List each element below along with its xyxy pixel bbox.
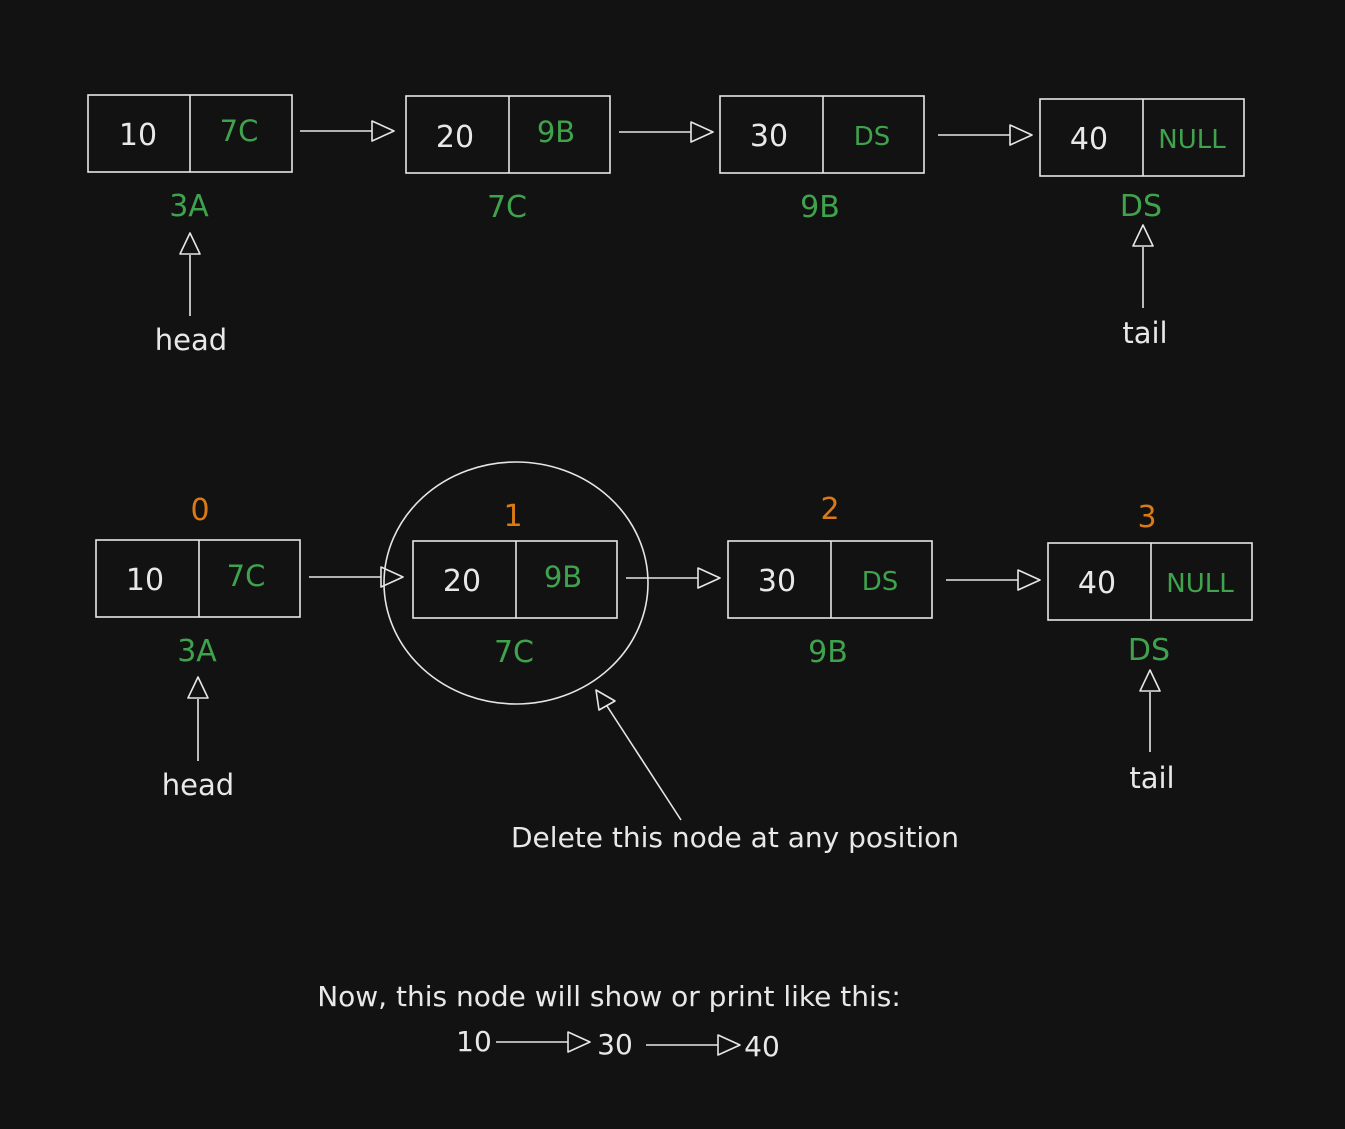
arrow-up-icon	[179, 232, 201, 255]
tail-label: tail	[1122, 316, 1167, 350]
bottom-node-1: 20 9B 7C	[412, 540, 618, 670]
node-data: 30	[750, 119, 788, 154]
result-value: 40	[744, 1030, 780, 1063]
node-box	[95, 539, 301, 618]
arrow-head-icon	[371, 120, 395, 142]
node-box	[1039, 98, 1245, 177]
node-address: 3A	[169, 189, 209, 224]
top-node-0: 10 7C 3A	[87, 94, 293, 224]
node-box	[405, 95, 611, 174]
top-node-1: 20 9B 7C	[405, 95, 611, 225]
top-link-arrow-1	[619, 121, 714, 143]
top-link-arrow-0	[300, 120, 395, 142]
bottom-tail-pointer: tail	[1129, 669, 1175, 795]
node-address: 9B	[808, 635, 848, 670]
top-list: 10 7C 3A 20 9B 7C 30 DS 9B 40 NULL DS	[87, 94, 1245, 357]
node-address: DS	[1128, 633, 1170, 668]
arrow-head-icon	[595, 689, 616, 711]
node-address: 7C	[487, 190, 527, 225]
arrow-head-icon	[690, 121, 714, 143]
bottom-node-3: 40 NULL DS	[1047, 542, 1253, 668]
node-address: 3A	[177, 634, 217, 669]
arrow-head-icon	[1009, 124, 1033, 146]
node-data: 30	[758, 564, 796, 599]
bottom-link-arrow-2	[946, 569, 1041, 591]
top-link-arrow-2	[938, 124, 1033, 146]
bottom-node-0: 10 7C 3A	[95, 539, 301, 669]
node-next-pointer: 7C	[227, 559, 266, 593]
node-data: 10	[126, 563, 164, 598]
result-section: Now, this node will show or print like t…	[317, 980, 901, 1063]
arrow-head-icon	[697, 567, 721, 589]
node-next-pointer: NULL	[1166, 569, 1234, 599]
node-next-pointer: 9B	[537, 115, 575, 149]
head-label: head	[162, 768, 234, 802]
node-box	[412, 540, 618, 619]
index-label: 1	[503, 499, 522, 534]
bottom-node-2: 30 DS 9B	[727, 540, 933, 670]
node-box	[1047, 542, 1253, 621]
bottom-link-arrow-1	[626, 567, 721, 589]
node-data: 40	[1070, 122, 1108, 157]
bottom-list: 0 1 2 3 10 7C 3A 20 9B 7C 30 DS 9B	[95, 461, 1253, 854]
node-next-pointer: DS	[854, 122, 891, 152]
head-label: head	[155, 323, 227, 357]
result-arrow-0	[496, 1031, 591, 1053]
tail-label: tail	[1129, 761, 1174, 795]
node-box	[727, 540, 933, 619]
node-data: 10	[119, 118, 157, 153]
node-next-pointer: DS	[862, 567, 899, 597]
arrow-head-icon	[717, 1034, 741, 1056]
arrow-head-icon	[567, 1031, 591, 1053]
result-value: 10	[456, 1025, 492, 1058]
result-caption: Now, this node will show or print like t…	[317, 980, 901, 1013]
node-next-pointer: NULL	[1158, 125, 1226, 155]
node-data: 20	[443, 564, 481, 599]
delete-note: Delete this node at any position	[511, 821, 959, 854]
index-label: 2	[820, 492, 839, 527]
bottom-link-arrow-0	[309, 566, 404, 588]
index-label: 3	[1137, 500, 1156, 535]
top-head-pointer: head	[155, 232, 227, 357]
result-value: 30	[597, 1028, 633, 1061]
delete-note-arrow	[595, 689, 682, 821]
bottom-head-pointer: head	[162, 676, 234, 802]
arrow-head-icon	[1017, 569, 1041, 591]
delete-highlight-circle	[383, 461, 649, 705]
node-box	[719, 95, 925, 174]
node-data: 40	[1078, 566, 1116, 601]
top-node-3: 40 NULL DS	[1039, 98, 1245, 224]
index-label: 0	[190, 493, 209, 528]
arrow-head-icon	[380, 566, 404, 588]
node-next-pointer: 7C	[220, 114, 259, 148]
node-data: 20	[436, 120, 474, 155]
node-address: 7C	[494, 635, 534, 670]
arrow-up-icon	[187, 676, 209, 699]
node-address: 9B	[800, 190, 840, 225]
arrow-up-icon	[1139, 669, 1161, 692]
result-arrow-1	[646, 1034, 741, 1056]
arrow-up-icon	[1132, 224, 1154, 247]
top-node-2: 30 DS 9B	[719, 95, 925, 225]
top-tail-pointer: tail	[1122, 224, 1168, 350]
node-address: DS	[1120, 189, 1162, 224]
node-next-pointer: 9B	[544, 560, 582, 594]
